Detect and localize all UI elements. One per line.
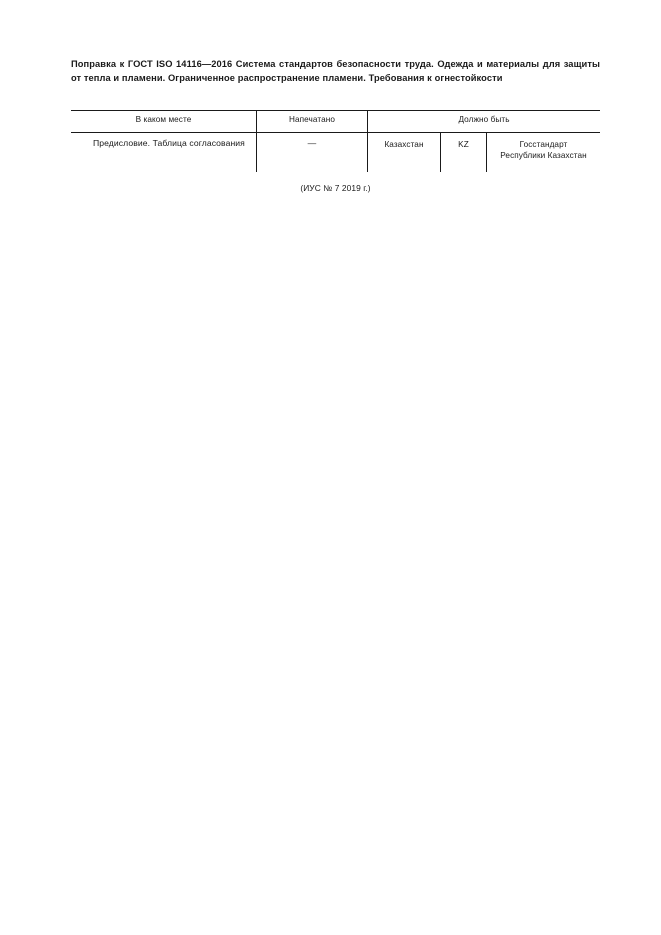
table-cell-where: Предисловие. Таблица согласования	[93, 138, 245, 148]
table-header-where: В каком месте	[135, 115, 192, 124]
table-header-should-be: Должно быть	[458, 115, 510, 124]
table-top-border	[71, 110, 600, 111]
document-heading-text: Поправка к ГОСТ ISO 14116—2016 Система с…	[71, 59, 600, 84]
table-cell-country: Казахстан	[384, 140, 424, 149]
table-column-divider-1	[256, 110, 257, 172]
document-footer: (ИУС № 7 2019 г.)	[71, 182, 600, 194]
table-header-separator	[71, 132, 600, 133]
table-subcolumn-divider-2	[486, 133, 487, 172]
table-cell-country-code: KZ	[458, 140, 469, 149]
table-cell-printed: —	[307, 138, 317, 148]
organization-line-2: Республики Казахстан	[500, 151, 587, 161]
table-subcolumn-divider-1	[440, 133, 441, 172]
table-column-divider-2	[367, 110, 368, 172]
document-footer-text: (ИУС № 7 2019 г.)	[300, 183, 371, 193]
organization-line-1: Госстандарт	[519, 140, 568, 149]
correction-table: В каком месте Напечатано Должно быть Пре…	[71, 110, 600, 172]
table-header-printed: Напечатано	[289, 115, 335, 124]
document-heading: Поправка к ГОСТ ISO 14116—2016 Система с…	[71, 57, 600, 85]
